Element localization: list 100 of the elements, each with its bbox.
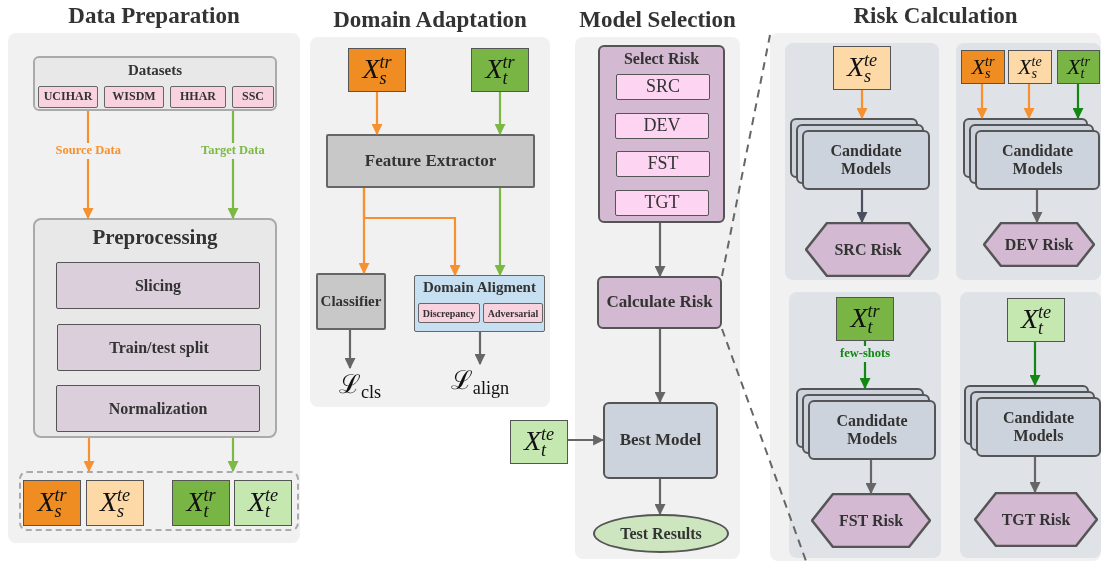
process-box [326,134,535,188]
node-label: Classifier [320,293,382,310]
dashed-zoom-line [721,34,771,277]
arrow [856,190,868,224]
node-label: Calculate Risk [606,293,713,312]
data-box [1007,298,1065,342]
node-label: Test Results [620,524,702,543]
node-label: DEV Risk [1004,235,1074,254]
data-box [471,48,529,92]
data-box [961,50,1005,84]
arrow [494,92,506,136]
sub-panel [785,43,939,280]
arrow [1029,457,1041,494]
arrow [371,92,383,136]
node-label: Slicing [134,276,182,295]
node-label: Train/test split [109,338,209,357]
alignment-box [414,275,545,332]
arrow [856,90,868,120]
process-box [56,385,260,432]
process-box [57,324,261,371]
dataset-tag [170,86,226,108]
arrow [1072,84,1084,120]
arrow [1031,190,1043,224]
dashed-group-box [19,471,299,531]
sub-panel [789,292,941,558]
node-label: Normalization [108,399,208,418]
dataset-tag [104,86,164,108]
node-label: Candidate Models [1000,142,1075,178]
preprocessing-box [33,218,277,438]
loss-symbol: ℒ$_{cls}$ [338,370,382,402]
node-label: FST [647,154,679,174]
arrow [976,84,988,120]
node-label: SRC Risk [834,240,902,259]
risk-option-box [616,74,710,100]
sub-panel [956,43,1101,280]
node-label: Candidate Models [835,412,909,448]
risk-option-box [615,190,709,216]
arrow [654,329,666,404]
model-card-stack [964,385,1101,457]
node-label: Adversarial [487,307,539,319]
model-card-stack [796,388,936,460]
arrow [362,188,461,277]
model-card-stack [790,118,930,190]
data-box [833,46,891,90]
node-label: SRC [646,77,680,97]
node-label: SSC [242,90,264,104]
node-label: Domain Aligment [423,279,536,296]
arrow [568,434,605,446]
arrow [654,223,666,278]
section-title: Model Selection [578,7,737,33]
arrow [227,438,239,473]
risk-option-box [615,113,709,139]
arrow [474,332,486,366]
arrow [494,188,506,277]
section-title: Data Preparation [67,3,241,29]
section-title: Risk Calculation [852,3,1019,29]
data-box [234,480,292,526]
arrow [865,460,877,495]
model-card-stack [963,118,1100,190]
node-label: UCIHAR [43,90,93,104]
data-box [510,420,568,464]
node-label: DEV [643,116,681,136]
arrow [1023,84,1035,120]
data-box [172,480,230,526]
sub-panel [960,292,1101,558]
arrow [83,438,95,473]
edge-label: few-shots [838,346,892,362]
dataset-tag [232,86,274,108]
data-box [348,48,406,92]
node-label: Select Risk [623,50,700,68]
edge-label: Target Data [199,143,267,159]
node-label: Datasets [127,62,183,79]
edge-label: Source Data [53,143,123,159]
node-label: TGT Risk [1001,510,1071,529]
data-box [86,480,144,526]
data-box [23,480,81,526]
dataset-group-box [33,56,277,111]
node-label: TGT [644,193,680,213]
node-label: Feature Extractor [364,151,497,171]
node-label: Candidate Models [1001,409,1076,445]
node-label: Discrepancy [422,307,476,319]
dataset-tag [38,86,98,108]
loss-symbol: ℒ$_{align}$ [450,366,510,398]
arrow [1029,342,1041,387]
dashed-zoom-line [721,328,807,562]
node-label: HHAR [180,90,216,104]
arrow [654,479,666,516]
risk-options-box [598,45,725,223]
process-box [597,276,722,329]
node-label: Preprocessing [92,226,218,250]
node-label: Best Model [619,431,702,450]
process-box [316,273,386,330]
node-label: FST Risk [838,511,904,530]
arrow [344,330,356,370]
data-box [1008,50,1052,84]
data-box [1057,50,1100,84]
process-box [603,402,718,479]
node-label: Candidate Models [829,142,903,178]
data-box [836,297,894,341]
section-title: Domain Adaptation [332,7,528,33]
